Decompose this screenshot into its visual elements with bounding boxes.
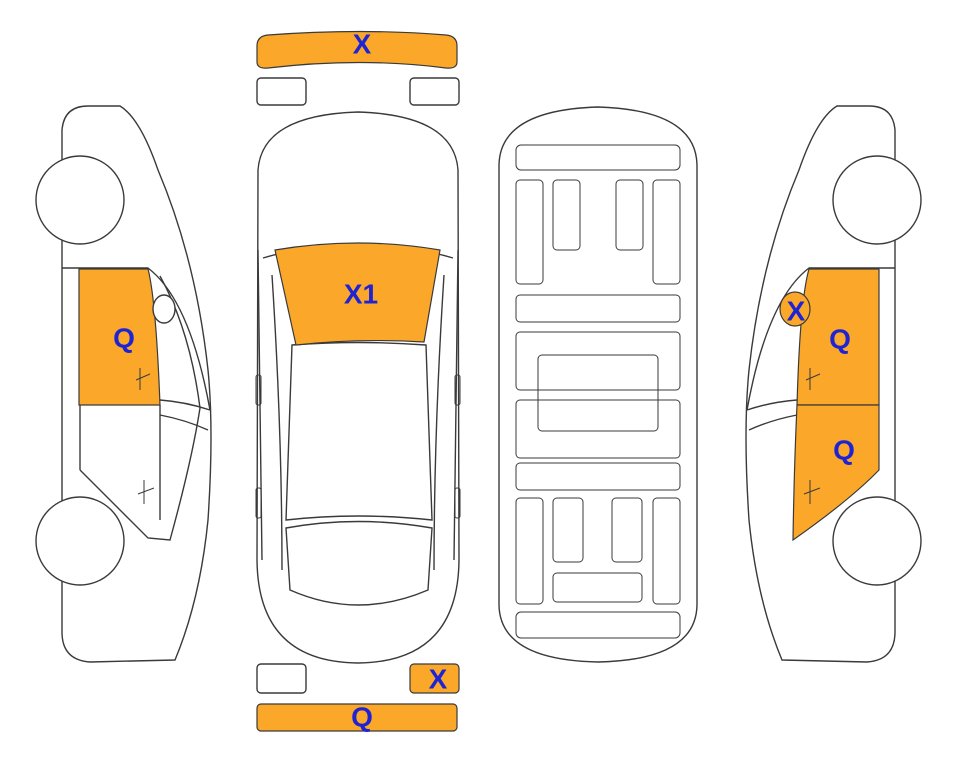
- right-taillight-label: X: [429, 663, 448, 694]
- right-rear-door-part[interactable]: [792, 404, 880, 542]
- rear-bumper-label: Q: [351, 701, 373, 732]
- left-taillight[interactable]: [256, 663, 307, 694]
- front-bumper-label: X: [353, 28, 372, 59]
- right-side-view: X Q Q: [745, 105, 922, 663]
- front-bumper-part[interactable]: [256, 30, 458, 69]
- right-rear-door-label: Q: [833, 434, 855, 465]
- right-taillight-part[interactable]: [409, 663, 460, 694]
- right-front-door-label: Q: [829, 323, 851, 354]
- right-mirror-part[interactable]: [779, 291, 811, 327]
- rear-bumper-part[interactable]: [256, 703, 458, 732]
- left-side-view: Q: [35, 105, 212, 663]
- left-headlight[interactable]: [256, 77, 307, 106]
- top-view-car: X1: [255, 111, 461, 664]
- underbody-view: [498, 106, 698, 663]
- right-headlight[interactable]: [409, 77, 460, 106]
- right-mirror-label: X: [787, 295, 806, 326]
- windshield-label: X1: [344, 278, 378, 309]
- left-front-door-label: Q: [113, 322, 135, 353]
- windshield-part[interactable]: [274, 242, 441, 346]
